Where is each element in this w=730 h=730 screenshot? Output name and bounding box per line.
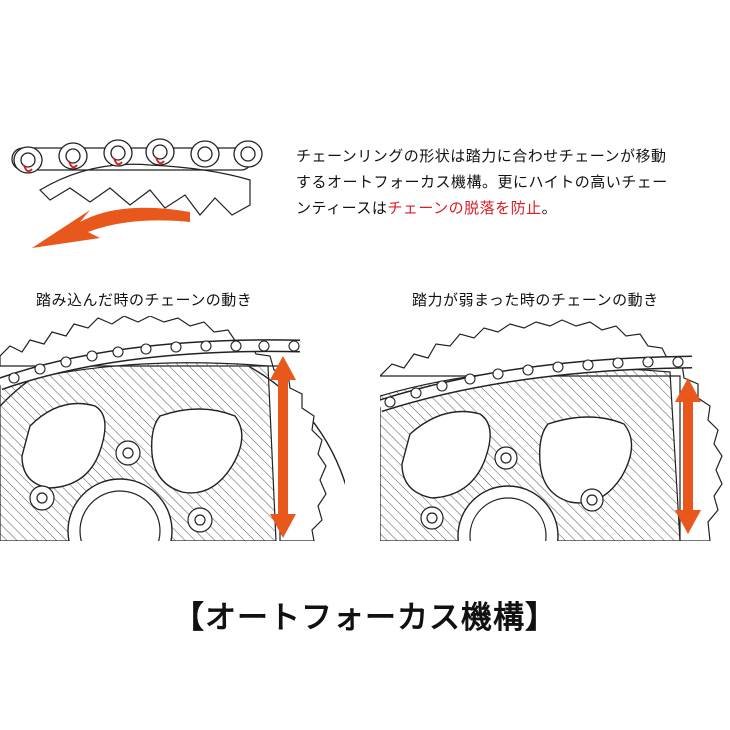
chainring-diagram-relaxed	[380, 319, 723, 541]
page-title: 【オートフォーカス機構】	[173, 600, 557, 636]
description-line-3: ンティースはチェーンの脱落を防止。	[296, 199, 558, 217]
cutout-left	[401, 410, 491, 499]
description-text: チェーンリングの形状は踏力に合わせチェーンが移動 するオートフォーカス機構。更に…	[296, 143, 726, 221]
chain	[0, 339, 301, 391]
chainring-teeth	[39, 163, 251, 216]
chain	[380, 355, 693, 413]
chainring-bolts	[420, 446, 604, 530]
double-arrow-small	[675, 378, 701, 534]
cutout-left	[21, 402, 106, 489]
caption-right: 踏力が弱まった時のチェーンの動き	[412, 291, 659, 309]
chain-links	[11, 138, 263, 174]
contact-marks	[23, 156, 165, 173]
description-line-2: するオートフォーカス機構。更にハイトの高いチェー	[296, 173, 668, 191]
double-arrow-large	[270, 356, 296, 538]
caption-left: 踏み込んだ時のチェーンの動き	[36, 291, 253, 309]
chainring-bolts	[29, 440, 213, 533]
chainring-diagram-pressed	[0, 316, 345, 541]
cutout-right	[150, 408, 243, 494]
highlight-text: チェーンの脱落を防止	[387, 199, 542, 217]
movement-arrow	[32, 207, 190, 248]
chain-illustration	[11, 138, 263, 248]
description-line-1: チェーンリングの形状は踏力に合わせチェーンが移動	[296, 147, 667, 165]
